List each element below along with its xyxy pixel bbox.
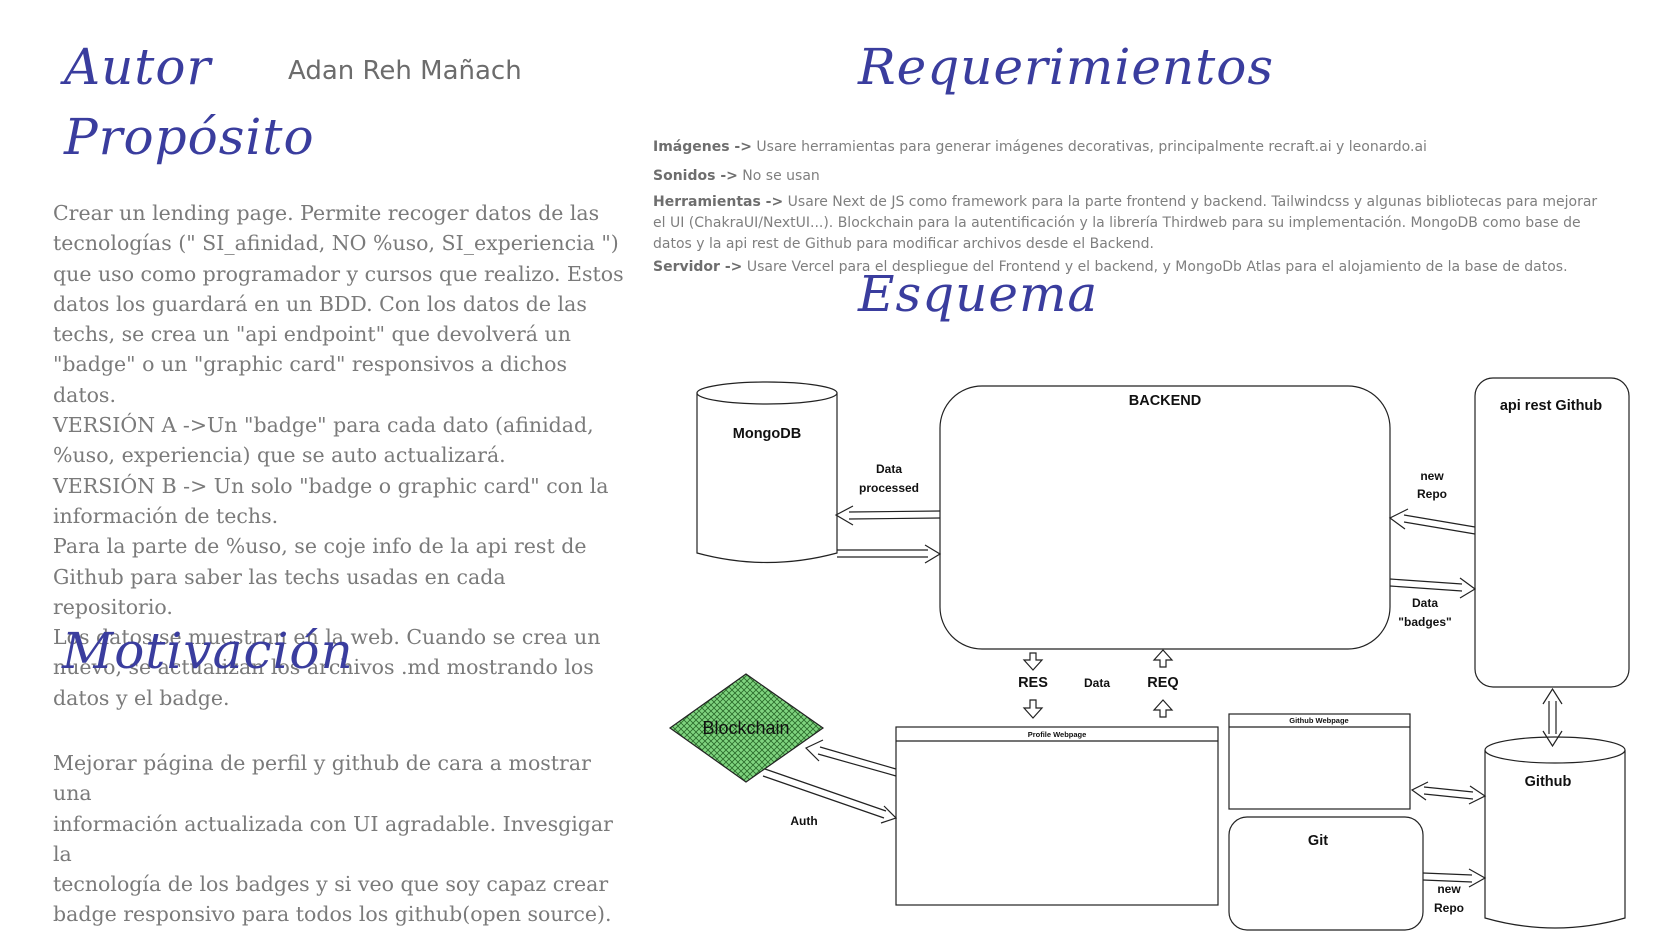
auth-label: Auth	[790, 814, 817, 828]
arrow-api-to-backend	[1388, 508, 1476, 535]
autor-heading: Autor	[64, 38, 212, 96]
git-new-repo-label-2: Repo	[1434, 901, 1464, 915]
requerimientos-heading: Requerimientos	[858, 38, 1274, 96]
req-servidor: Servidor -> Usare Vercel para el desplie…	[653, 257, 1613, 278]
req-sonidos: Sonidos -> No se usan	[653, 166, 1613, 187]
arrow-backend-to-api	[1389, 577, 1477, 599]
motivacion-text: Mejorar página de perfil y github de car…	[53, 751, 613, 927]
proposito-heading: Propósito	[64, 108, 315, 166]
req-imagenes-label: Imágenes ->	[653, 139, 752, 155]
mongodb-label: MongoDB	[733, 426, 801, 442]
git-new-repo-label-1: new	[1437, 882, 1461, 896]
req-herramientas-text: Usare Next de JS como framework para la …	[653, 194, 1598, 252]
arrow-profile-to-blockchain	[804, 739, 897, 777]
backend-box	[939, 385, 1391, 650]
github-label: Github	[1525, 774, 1572, 790]
github-cylinder	[1484, 736, 1626, 929]
req-arrow-top	[1152, 649, 1174, 668]
req-herramientas: Herramientas -> Usare Next de JS como fr…	[653, 192, 1613, 255]
data-processed-label-1: Data	[876, 462, 902, 476]
author-name: Adan Reh Mañach	[288, 56, 522, 86]
req-herramientas-label: Herramientas ->	[653, 194, 784, 210]
profile-webpage-box	[895, 726, 1219, 906]
new-repo-label-1: new	[1420, 469, 1444, 483]
arrow-api-github	[1542, 687, 1563, 748]
data-badges-label-1: Data	[1412, 596, 1438, 610]
api-rest-box	[1474, 377, 1630, 688]
arrow-webpage-github	[1410, 781, 1487, 805]
arrow-backend-to-mongodb	[834, 505, 941, 526]
data-badges-label-2: "badges"	[1398, 615, 1451, 629]
new-repo-label-2: Repo	[1417, 487, 1447, 501]
req-imagenes-text: Usare herramientas para generar imágenes…	[751, 139, 1427, 155]
arrow-git-to-github	[1422, 868, 1487, 888]
github-webpage-box	[1228, 713, 1411, 810]
data-processed-label-2: processed	[859, 481, 919, 495]
res-arrow-top	[1022, 652, 1044, 671]
profile-webpage-label: Profile Webpage	[1028, 730, 1087, 739]
res-arrow-bottom	[1022, 699, 1044, 719]
req-arrow-bottom	[1152, 699, 1174, 718]
backend-label: BACKEND	[1129, 393, 1202, 409]
req-servidor-label: Servidor ->	[653, 259, 743, 275]
proposito-text: Crear un lending page. Permite recoger d…	[53, 201, 624, 710]
motivacion-heading: Motivación	[62, 622, 354, 680]
arrow-blockchain-to-profile	[762, 768, 898, 824]
mongodb-cylinder	[696, 381, 838, 564]
blockchain-label: Blockchain	[702, 718, 789, 738]
arrow-mongodb-to-backend	[837, 544, 942, 564]
git-label: Git	[1308, 833, 1328, 849]
req-sonidos-text: No se usan	[737, 168, 820, 184]
blockchain-diamond	[668, 673, 825, 783]
api-rest-label: api rest Github	[1500, 398, 1602, 414]
req-servidor-text: Usare Vercel para el despliegue del Fron…	[742, 259, 1568, 275]
res-label: RES	[1018, 675, 1048, 691]
req-label: REQ	[1147, 675, 1178, 691]
req-sonidos-label: Sonidos ->	[653, 168, 738, 184]
req-imagenes: Imágenes -> Usare herramientas para gene…	[653, 137, 1613, 158]
data-label: Data	[1084, 676, 1110, 690]
github-webpage-label: Github Webpage	[1289, 716, 1348, 725]
esquema-heading: Esquema	[858, 265, 1099, 323]
